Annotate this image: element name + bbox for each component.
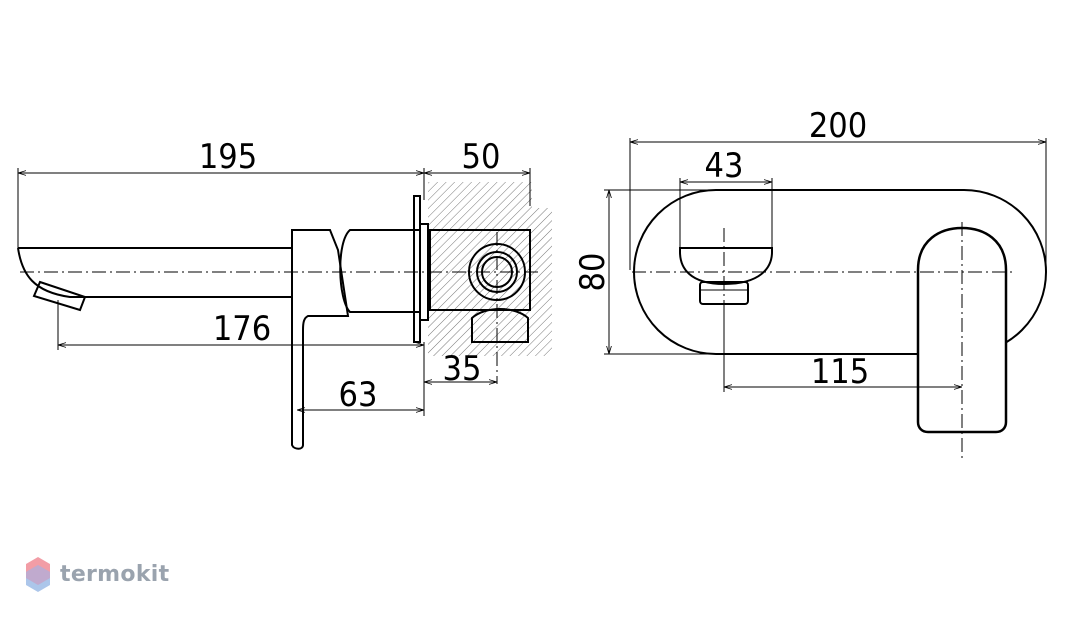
dim-50-label: 50: [462, 137, 501, 177]
dim-43-label: 43: [705, 146, 744, 186]
spout: [17, 247, 292, 298]
aerator: [32, 280, 87, 312]
dim-176-label: 176: [213, 309, 271, 349]
body-cylinder: [339, 229, 421, 313]
dim-35-label: 35: [443, 349, 482, 389]
spout-opening: [679, 247, 773, 286]
dim-115-label: 115: [811, 352, 869, 392]
dim-80-label: 80: [573, 253, 613, 292]
dim-195-label: 195: [199, 137, 257, 177]
front-view: 200 43 80 115: [573, 106, 1048, 460]
lower-connector: [471, 308, 529, 343]
dim-200-label: 200: [809, 106, 867, 146]
brand-name: termokit: [60, 561, 170, 587]
dim-63-label: 63: [339, 375, 378, 415]
wall-flange: [413, 195, 421, 343]
in-wall-box: [429, 229, 531, 311]
lever-handle: [291, 229, 350, 450]
wall-hatch: [428, 182, 552, 356]
side-view: 195 50 176 35 63: [17, 137, 552, 450]
termokit-logo-icon: [26, 557, 50, 592]
brand-watermark: termokit: [24, 555, 169, 593]
